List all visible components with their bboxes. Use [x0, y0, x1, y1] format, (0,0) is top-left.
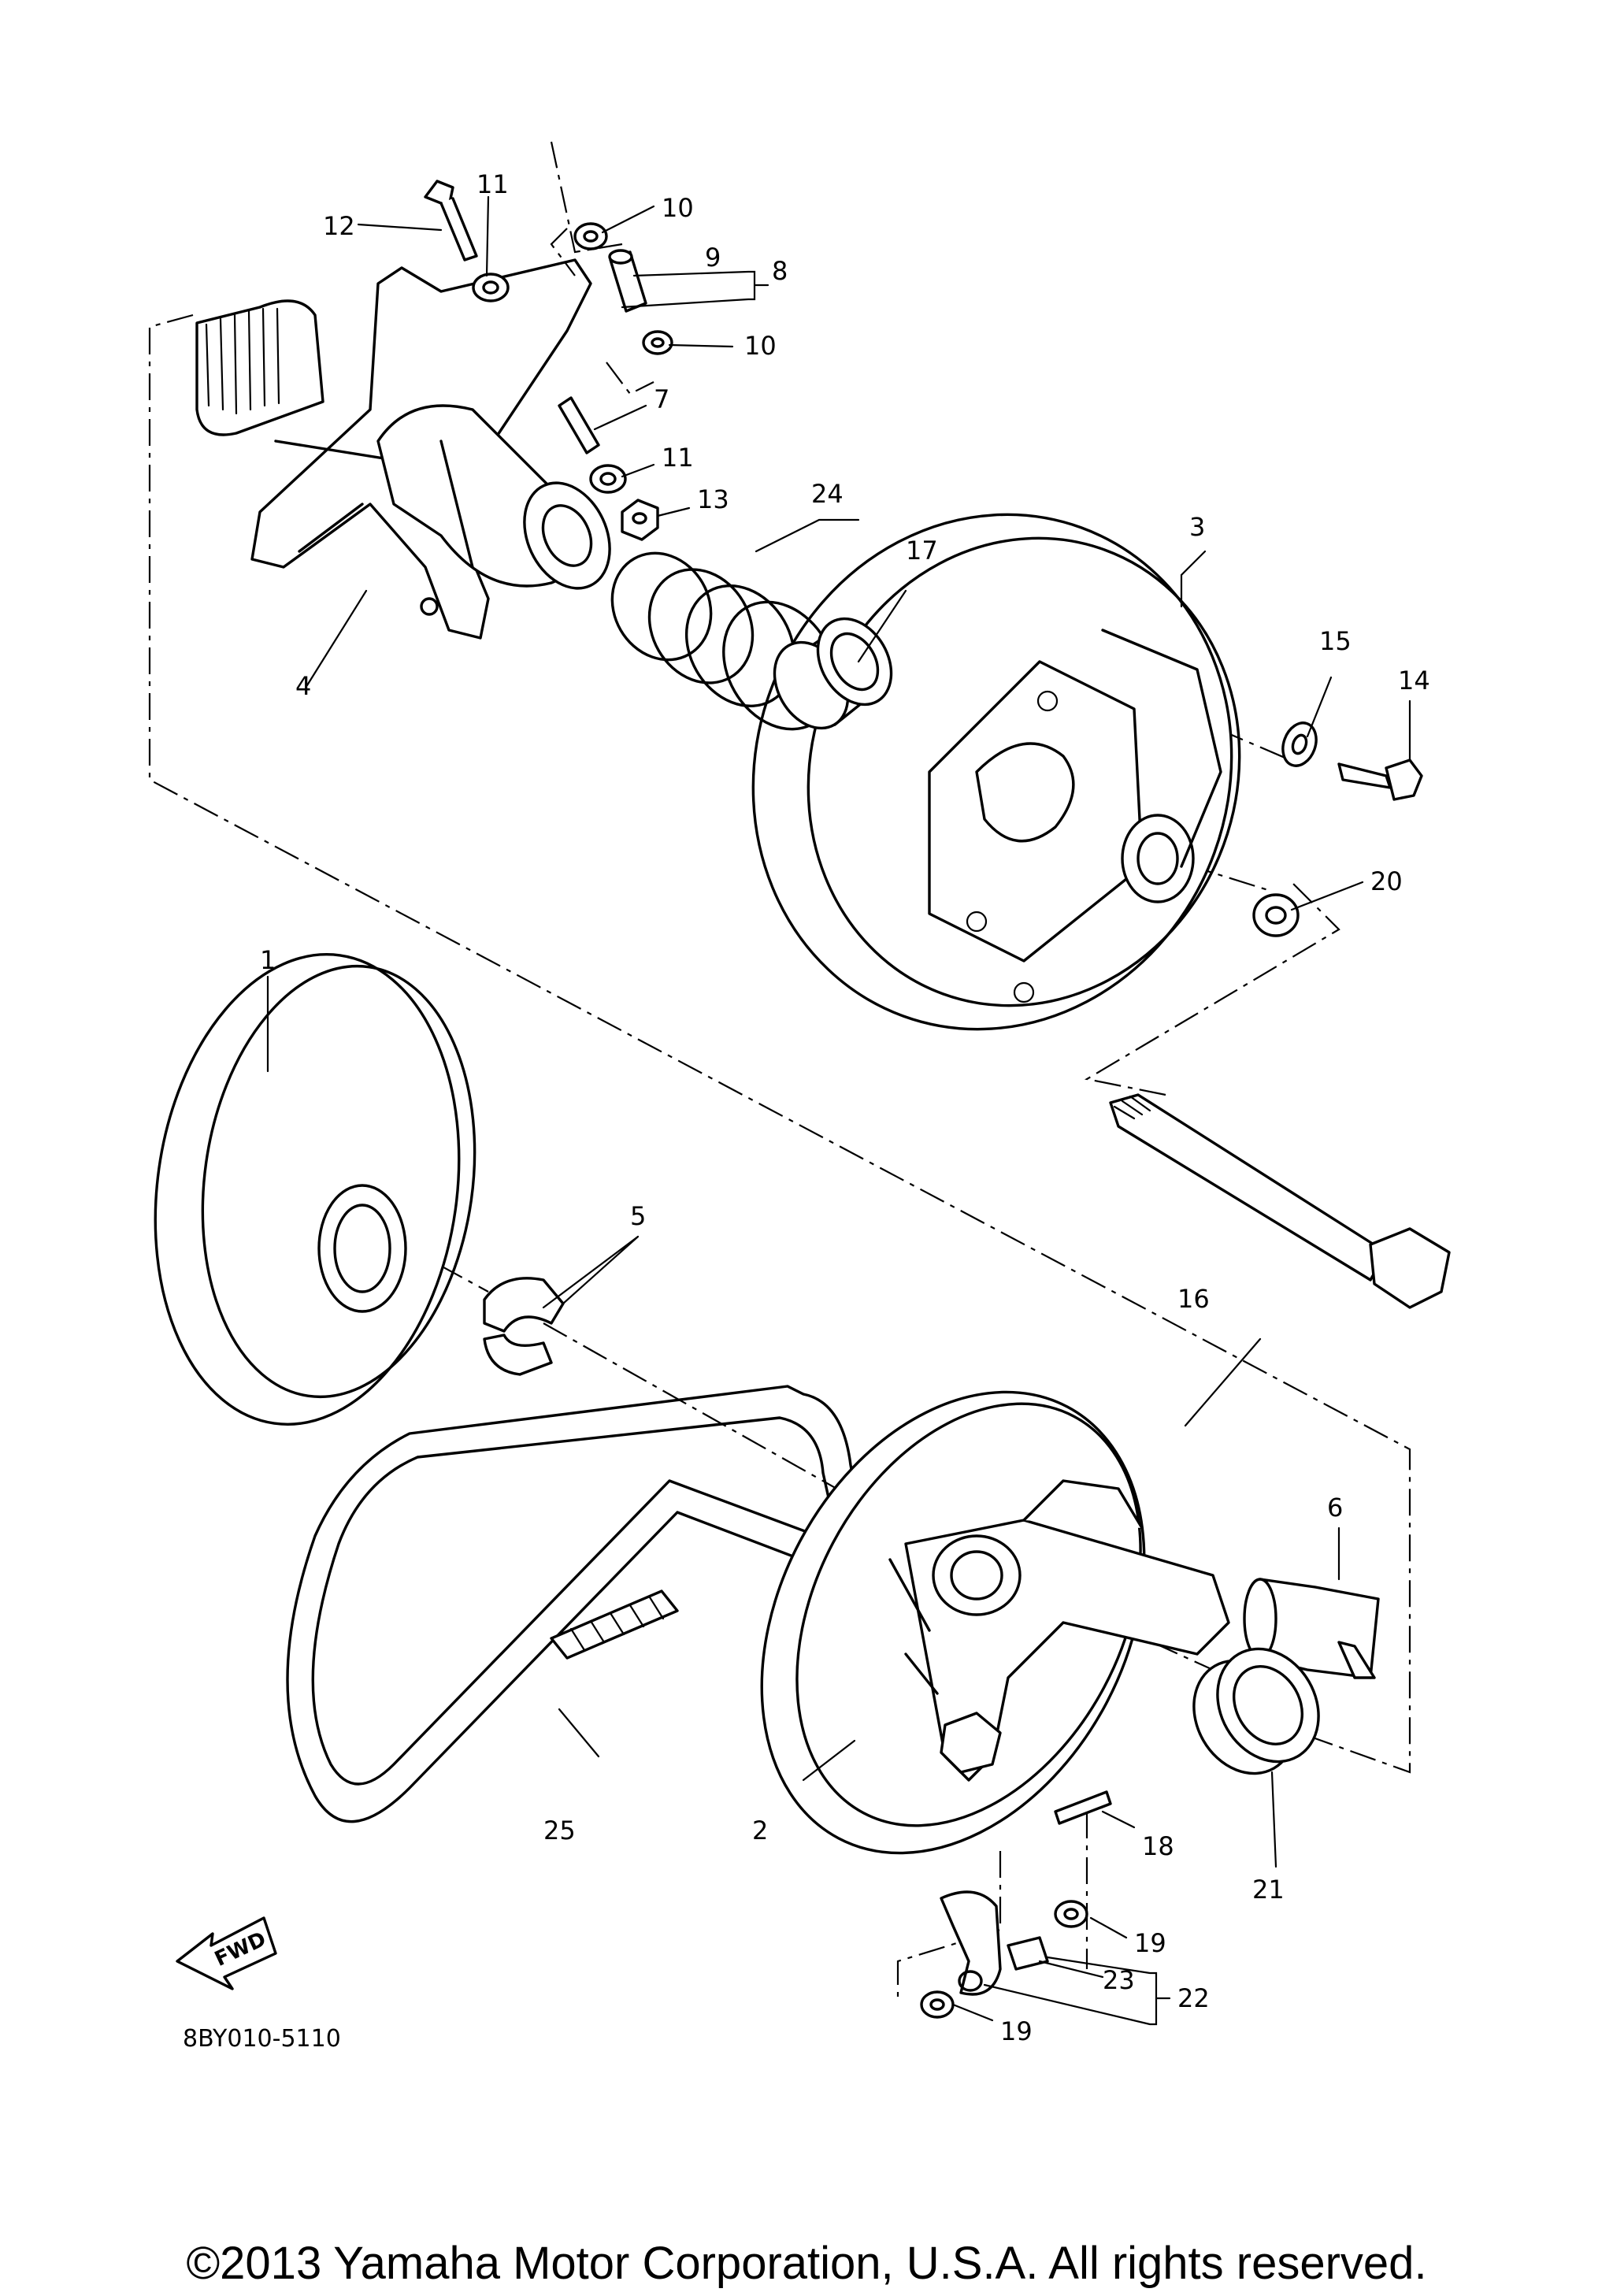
callout-19-bottom: 19 [1000, 2016, 1033, 2046]
callout-8: 8 [772, 256, 788, 286]
bolt-washer-right [1252, 721, 1423, 937]
callout-2: 2 [752, 1816, 768, 1845]
fixed-sheave-part [154, 953, 476, 1426]
callout-11-bottom: 11 [662, 443, 694, 473]
bushing-part [483, 1277, 565, 1376]
callout-15: 15 [1319, 626, 1352, 656]
copyright-notice: ©2013 Yamaha Motor Corporation, U.S.A. A… [186, 2238, 1427, 2289]
callout-14: 14 [1398, 666, 1430, 695]
leader-lines [266, 195, 1411, 2026]
callout-21: 21 [1252, 1875, 1285, 1905]
callout-10-bottom: 10 [744, 331, 777, 361]
long-bolt-part [1109, 1093, 1451, 1309]
callout-10-top: 10 [662, 193, 694, 223]
sleeve-part [1243, 1578, 1380, 1679]
small-hardware-top [424, 180, 673, 541]
callout-17: 17 [906, 536, 938, 566]
callout-12: 12 [323, 211, 355, 241]
drive-belt-part [286, 1385, 868, 1823]
callout-9: 9 [705, 243, 721, 273]
callout-19-top: 19 [1134, 1928, 1166, 1958]
spider-shaft-part [195, 258, 611, 640]
callout-13: 13 [697, 484, 729, 514]
callout-4: 4 [295, 671, 311, 701]
callout-3: 3 [1189, 512, 1205, 542]
callout-20: 20 [1370, 866, 1403, 896]
forward-arrow-icon: FWD [176, 1916, 277, 1990]
ring-part [1192, 1647, 1320, 1775]
diagram-code: 8BY010-5110 [183, 2025, 341, 2053]
callout-22: 22 [1177, 1983, 1210, 2013]
callout-16: 16 [1177, 1284, 1210, 1314]
callout-6: 6 [1327, 1493, 1343, 1523]
callout-11-top: 11 [476, 169, 509, 199]
callout-25: 25 [543, 1816, 576, 1845]
callout-23: 23 [1103, 1965, 1135, 1995]
callout-24: 24 [811, 479, 844, 509]
callout-18: 18 [1142, 1831, 1174, 1861]
callout-labels: 12 11 10 9 8 10 7 11 13 24 17 3 15 14 20… [183, 169, 1430, 2053]
secondary-sheave-part [760, 1390, 1230, 1855]
callout-5: 5 [630, 1201, 646, 1231]
movable-sheave-part [751, 513, 1241, 1031]
callout-7: 7 [654, 384, 669, 414]
callout-1: 1 [260, 945, 276, 975]
